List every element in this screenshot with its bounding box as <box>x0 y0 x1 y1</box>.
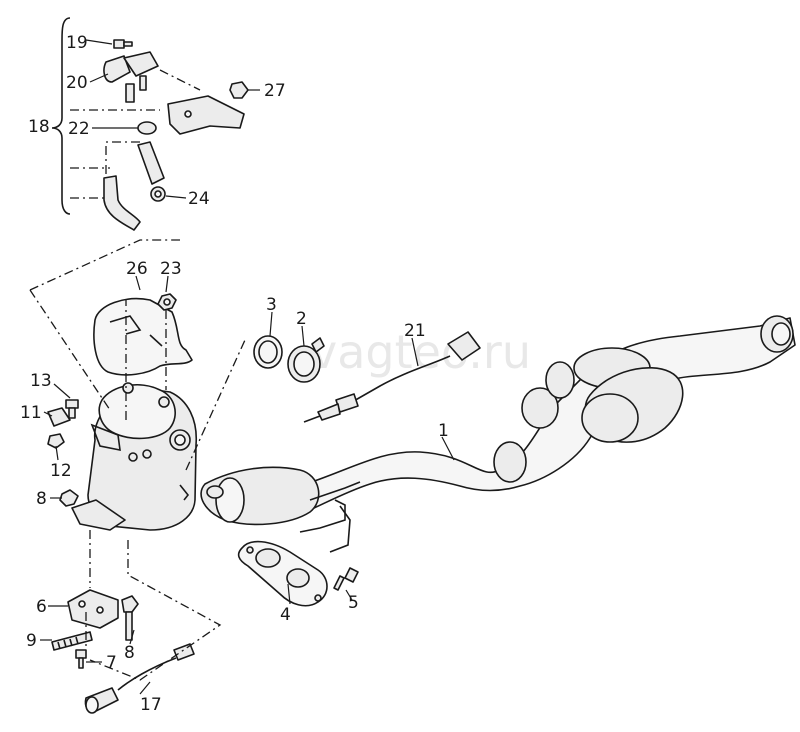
flange-gasket <box>237 540 328 607</box>
callout-12: 12 <box>50 461 72 481</box>
pressure-sensor-group-18 <box>51 17 249 231</box>
clamp-2 <box>287 337 325 383</box>
callout-leaders <box>40 39 455 695</box>
callout-22: 22 <box>68 119 90 139</box>
bolt-7 <box>75 649 87 669</box>
callout-27: 27 <box>264 81 286 101</box>
callout-8b: 8 <box>124 643 135 663</box>
bolt-13 <box>65 399 79 419</box>
callout-13: 13 <box>30 371 52 391</box>
assembly-guides <box>29 69 246 681</box>
particulate-filter <box>87 382 224 531</box>
callout-23: 23 <box>160 259 182 279</box>
callout-17: 17 <box>140 695 162 715</box>
bracket-11 <box>47 407 71 427</box>
callout-labels: 1 2 3 4 5 6 7 8 8 9 11 12 13 17 18 19 20… <box>20 33 449 715</box>
callout-26: 26 <box>126 259 148 279</box>
exhaust-pipe-assembly <box>200 315 796 553</box>
stud-bolt-9 <box>51 631 93 651</box>
bracket-plate <box>71 499 126 531</box>
callout-4: 4 <box>280 605 291 625</box>
callout-20: 20 <box>66 73 88 93</box>
callout-21: 21 <box>404 321 426 341</box>
nut-8a <box>59 489 79 507</box>
lambda-sensor-21 <box>303 331 481 423</box>
nut-12 <box>47 433 65 449</box>
temperature-sensor-17 <box>84 643 195 714</box>
callout-24: 24 <box>188 189 210 209</box>
callout-6: 6 <box>36 597 47 617</box>
callout-2: 2 <box>296 309 307 329</box>
seal-ring-3 <box>253 335 283 369</box>
callout-8a: 8 <box>36 489 47 509</box>
heat-shield-26 <box>93 297 193 376</box>
callout-7: 7 <box>106 653 117 673</box>
callout-9: 9 <box>26 631 37 651</box>
watermark: vagteo.ru <box>310 325 531 379</box>
callout-1: 1 <box>438 421 449 441</box>
nut-8b <box>121 595 139 641</box>
callout-11: 11 <box>20 403 42 423</box>
nut-23 <box>157 293 177 311</box>
bolt-5 <box>333 567 359 591</box>
mount-bracket-6 <box>67 589 119 629</box>
callout-5: 5 <box>348 593 359 613</box>
callout-3: 3 <box>266 295 277 315</box>
callout-18: 18 <box>28 117 50 137</box>
callout-19: 19 <box>66 33 88 53</box>
